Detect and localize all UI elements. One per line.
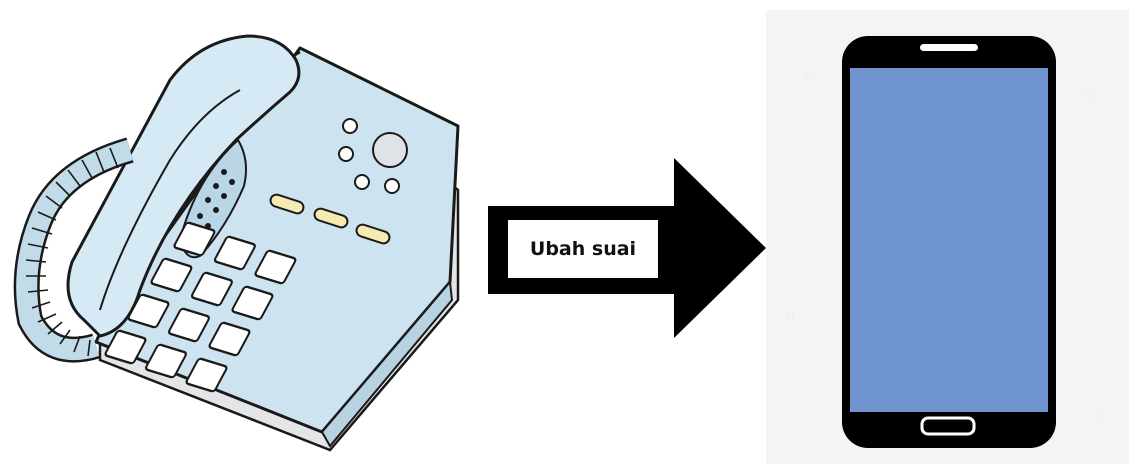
home-button — [922, 418, 974, 434]
speaker-slot — [920, 44, 978, 51]
arrow-label-box: Ubah suai — [508, 220, 658, 278]
landline-telephone-icon — [0, 0, 470, 464]
smartphone-illustration-panel: ◌ ◌ ◌ ◌ — [766, 10, 1129, 464]
smartphone-icon — [766, 10, 1129, 464]
transformation-arrow: Ubah suai — [488, 158, 768, 338]
desk-telephone-illustration — [0, 0, 470, 464]
arrow-label: Ubah suai — [530, 238, 636, 260]
